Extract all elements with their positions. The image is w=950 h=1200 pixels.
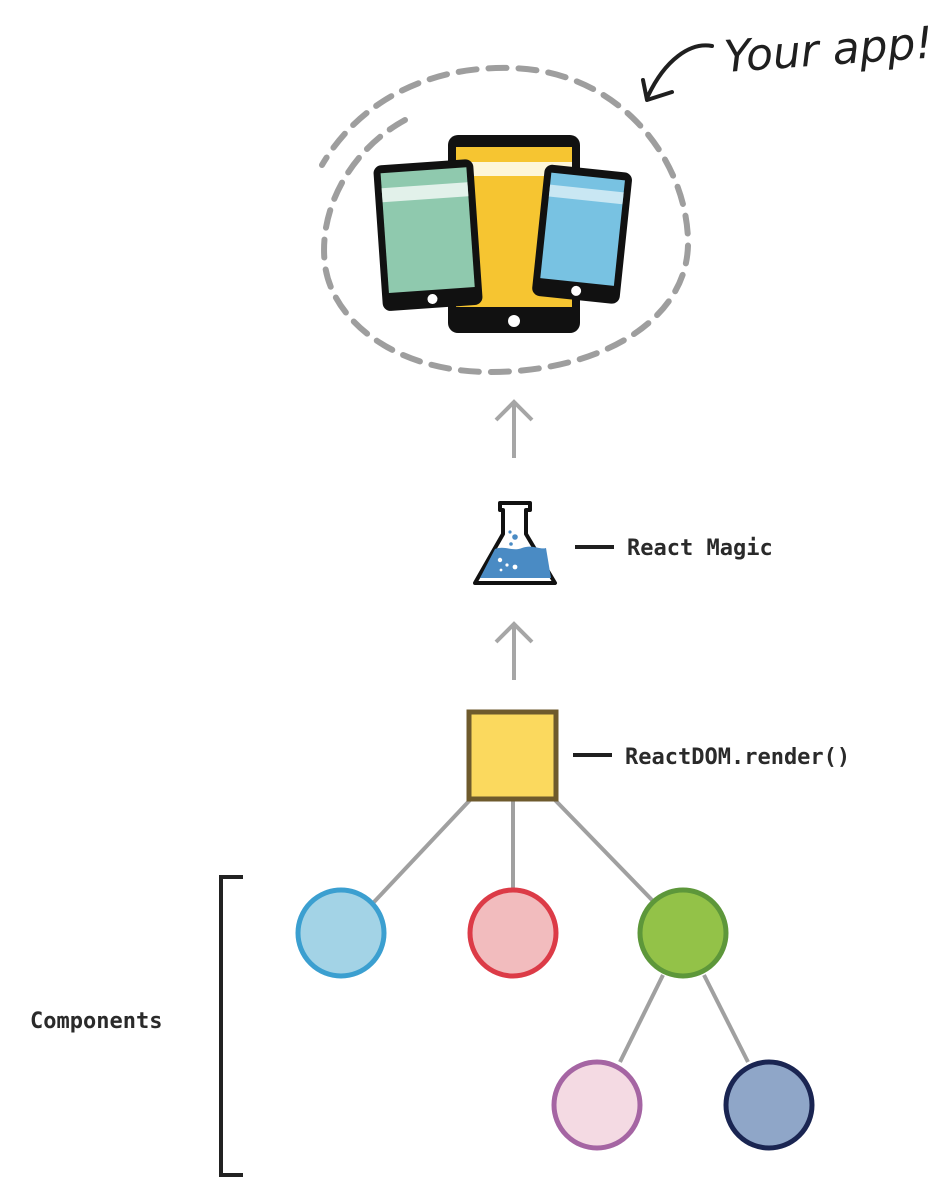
component-node-green (637, 887, 729, 979)
up-arrow-icon (494, 399, 534, 458)
phone-blue (532, 164, 632, 304)
devices-icon (373, 135, 632, 333)
curved-arrow-icon (646, 43, 714, 98)
render-label: ReactDOM.render() (625, 745, 850, 770)
components-label: Components (30, 1009, 162, 1034)
component-node-navy (723, 1059, 815, 1151)
arrowhead-icon (641, 78, 674, 102)
app-boundary-ring (319, 64, 692, 376)
component-node-pink (551, 1059, 643, 1151)
magic-label: React Magic (627, 536, 773, 561)
component-node-red (467, 887, 559, 979)
square-node-icon (466, 709, 559, 802)
flask-icon (473, 501, 557, 585)
component-node-blue (295, 887, 387, 979)
up-arrow-icon (494, 621, 534, 680)
tree-connectors (372, 798, 750, 1063)
tablet-green (373, 159, 483, 311)
app-label: Your app! (722, 17, 934, 82)
app-callout: Your app! (641, 17, 935, 102)
components-bracket (219, 875, 243, 1177)
